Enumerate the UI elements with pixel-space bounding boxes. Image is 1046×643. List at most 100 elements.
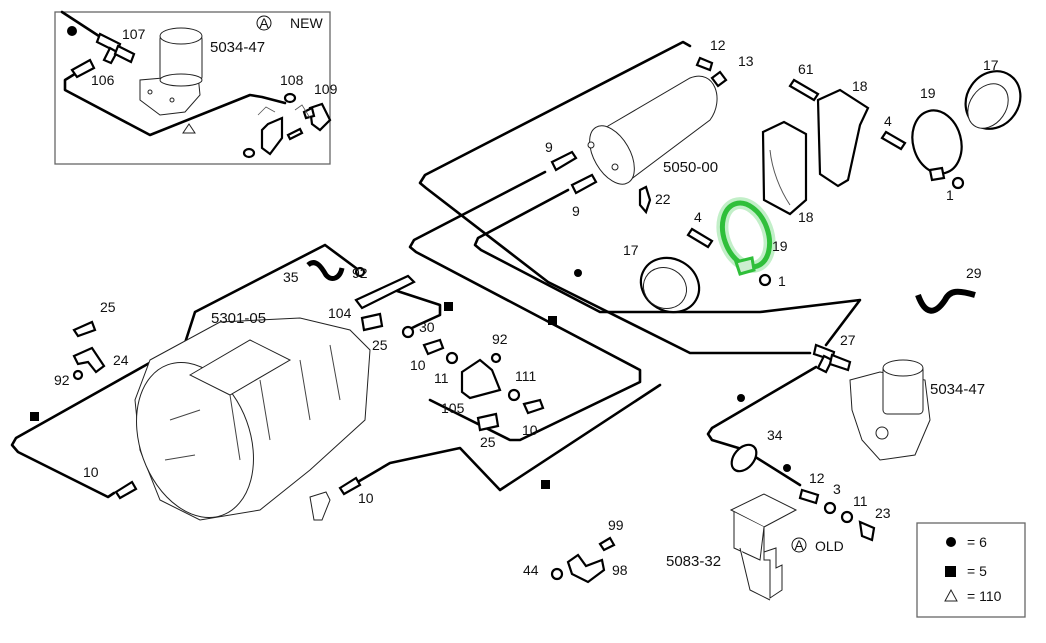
- inset-assembly-code: 5034-47: [210, 39, 265, 56]
- part-10-fitting-d[interactable]: [338, 476, 362, 496]
- part-9-fitting-a[interactable]: [550, 150, 578, 172]
- gearbox-port: [309, 491, 331, 521]
- part-105-bracket[interactable]: [460, 358, 502, 400]
- air-dryer-5034-47[interactable]: [849, 359, 931, 461]
- inset-new-caption: NEW: [290, 15, 323, 31]
- air-reservoir-5050-00[interactable]: [580, 75, 718, 192]
- air-pipes: [10, 40, 862, 499]
- dot-marker: [574, 269, 582, 277]
- callout-111: 111: [515, 368, 536, 384]
- part-1-nut-upper[interactable]: [951, 176, 965, 190]
- part-4-bolt-lower[interactable]: [686, 227, 714, 249]
- callout-12: 12: [809, 470, 825, 486]
- part-10-fitting-c[interactable]: [114, 480, 138, 500]
- callout-23: 23: [875, 505, 891, 521]
- part-4-bolt-upper[interactable]: [880, 130, 907, 151]
- callout-106: 106: [91, 72, 115, 88]
- part-106-fitting[interactable]: [70, 58, 96, 79]
- dot-marker: [737, 394, 745, 402]
- part-61-bolt[interactable]: [788, 78, 820, 102]
- part-92-nut-c[interactable]: [72, 369, 84, 381]
- part-92-nut-b[interactable]: [490, 352, 502, 364]
- part-10-fitting-a[interactable]: [422, 338, 445, 356]
- callout-27: 27: [840, 332, 856, 348]
- part-44-nut[interactable]: [550, 567, 564, 581]
- square-marker: [444, 302, 453, 311]
- pipe-gearbox-loop: [10, 243, 362, 499]
- callout-35: 35: [283, 269, 299, 285]
- part-24-bracket[interactable]: [72, 346, 106, 374]
- part-23-fitting[interactable]: [858, 520, 876, 542]
- callout-1: 1: [778, 273, 786, 289]
- part-92-nut-a[interactable]: [354, 266, 366, 278]
- part-19-clamp-upper[interactable]: [906, 105, 969, 182]
- part-18-bracket-upper[interactable]: [816, 88, 870, 188]
- assembly-label-bracket: 5083-32: [666, 553, 721, 570]
- callout-4: 4: [884, 113, 892, 129]
- callout-44: 44: [523, 562, 539, 578]
- part-12-fitting-top[interactable]: [695, 56, 714, 72]
- callout-11: 11: [853, 493, 868, 509]
- part-11-nut-a[interactable]: [445, 351, 459, 365]
- part-27-tee-fitting[interactable]: [812, 343, 852, 374]
- part-12-fitting-lower[interactable]: [798, 488, 820, 505]
- assembly-label-dryer: 5034-47: [930, 381, 985, 398]
- pipe-dryer-lower: [706, 365, 818, 487]
- bracket-5083-32[interactable]: [729, 493, 798, 601]
- inset-new-marker: A: [259, 15, 269, 31]
- legend-square-icon: [945, 566, 956, 577]
- legend-circle-icon: [946, 537, 956, 547]
- callout-25: 25: [372, 337, 388, 353]
- callout-24: 24: [113, 352, 129, 368]
- part-34-grommet[interactable]: [727, 440, 762, 476]
- callout-17: 17: [623, 242, 639, 258]
- part-29-hose[interactable]: [915, 288, 976, 314]
- gearbox-5301-05[interactable]: [116, 317, 371, 534]
- part-107-tee-fitting[interactable]: [95, 32, 136, 65]
- callout-4: 4: [694, 209, 702, 225]
- part-17-ring-upper[interactable]: [954, 61, 1031, 140]
- callout-92: 92: [492, 331, 508, 347]
- callout-25: 25: [100, 299, 116, 315]
- callout-92: 92: [352, 265, 368, 281]
- callout-3: 3: [833, 481, 841, 497]
- part-19-clamp-highlighted[interactable]: [714, 196, 778, 276]
- part-98-bracket[interactable]: [566, 553, 606, 584]
- inset-triangle-marker: [182, 123, 196, 134]
- inset-dryer-5034-47[interactable]: [139, 27, 203, 116]
- pipe-reservoir-low: [473, 188, 862, 347]
- part-18-bracket-lower[interactable]: [761, 120, 808, 216]
- part-25-bolts-b[interactable]: [476, 412, 500, 432]
- part-30-washer[interactable]: [401, 325, 415, 339]
- pipe-reservoir-mid: [408, 170, 642, 442]
- part-3-nut[interactable]: [823, 501, 837, 515]
- square-marker: [541, 480, 550, 489]
- callout-19-highlighted: 19: [772, 238, 788, 254]
- callout-61: 61: [798, 61, 814, 77]
- part-108-washer[interactable]: [283, 92, 297, 104]
- part-111-nut[interactable]: [507, 388, 521, 402]
- part-25-bolts-c[interactable]: [72, 320, 97, 338]
- part-9-fitting-b[interactable]: [570, 173, 598, 195]
- part-25-bolts-a[interactable]: [360, 312, 384, 332]
- inset-old-marker: A: [794, 537, 804, 553]
- inset-bracket[interactable]: [260, 116, 284, 156]
- part-1-nut-lower[interactable]: [758, 273, 772, 287]
- part-99-bolt[interactable]: [598, 536, 616, 552]
- part-11-nut-b[interactable]: [840, 510, 854, 524]
- square-marker: [30, 412, 39, 421]
- inset-nut[interactable]: [242, 147, 256, 159]
- inset-bolt[interactable]: [286, 127, 304, 141]
- part-104-bracket[interactable]: [354, 274, 416, 310]
- part-109-valve[interactable]: [302, 102, 332, 132]
- part-35-hose[interactable]: [306, 260, 345, 281]
- inset-old-marker-circle: [791, 537, 807, 553]
- part-10-fitting-b[interactable]: [522, 398, 545, 415]
- callout-19: 19: [920, 85, 936, 101]
- part-17-ring-lower[interactable]: [631, 247, 709, 322]
- square-marker: [548, 316, 557, 325]
- callout-18: 18: [852, 78, 868, 94]
- pipe-markers: [30, 269, 791, 489]
- part-22-elbow[interactable]: [638, 185, 652, 215]
- part-13-fitting[interactable]: [710, 70, 728, 88]
